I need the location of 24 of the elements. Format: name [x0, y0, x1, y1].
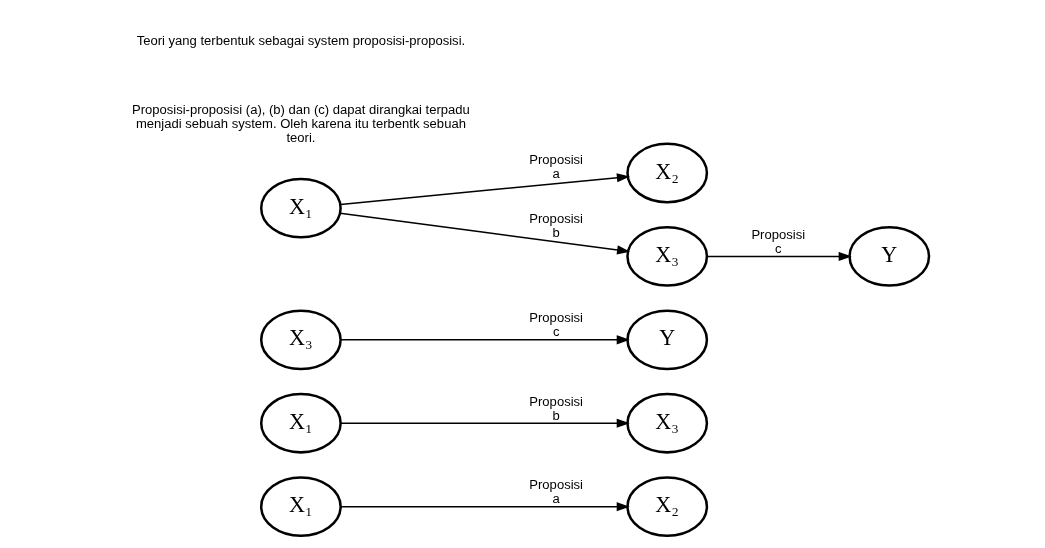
node-ellipse: X₃ [625, 392, 708, 454]
edge-label: Proposisi b [528, 393, 583, 423]
node-ellipse: X₂ [625, 476, 708, 538]
node-ellipse: X₁ [259, 476, 342, 538]
arrow [339, 418, 630, 428]
edge-label: Proposisi b [528, 210, 583, 240]
node-ellipse: X₁ [259, 392, 342, 454]
label: Teori yang terbentuk sebagai system proposisi-proposisi. [136, 32, 465, 48]
label: Proposisi-proposisi (a), (b) dan (c) dapat dirangkai terpadu menjadi sebuah system. Oleh karena itu terbentk sebuah teori. [131, 102, 470, 146]
node-ellipse: Y [625, 309, 708, 371]
node-ellipse: X₃ [625, 226, 708, 287]
arrow [339, 335, 630, 345]
edge-label: Proposisi c [750, 226, 805, 256]
arrow [339, 502, 630, 512]
edge-label: Proposisi c [528, 310, 583, 340]
node-ellipse: X₂ [625, 142, 708, 204]
arrow [339, 173, 630, 206]
arrow [338, 212, 630, 255]
node-ellipse: Y [847, 226, 930, 287]
node-ellipse: X₁ [259, 177, 342, 239]
node-ellipse: X₃ [259, 309, 342, 371]
arrow [705, 251, 852, 261]
edge-label: Proposisi a [528, 476, 583, 507]
edge-label: Proposisi a [528, 152, 583, 182]
